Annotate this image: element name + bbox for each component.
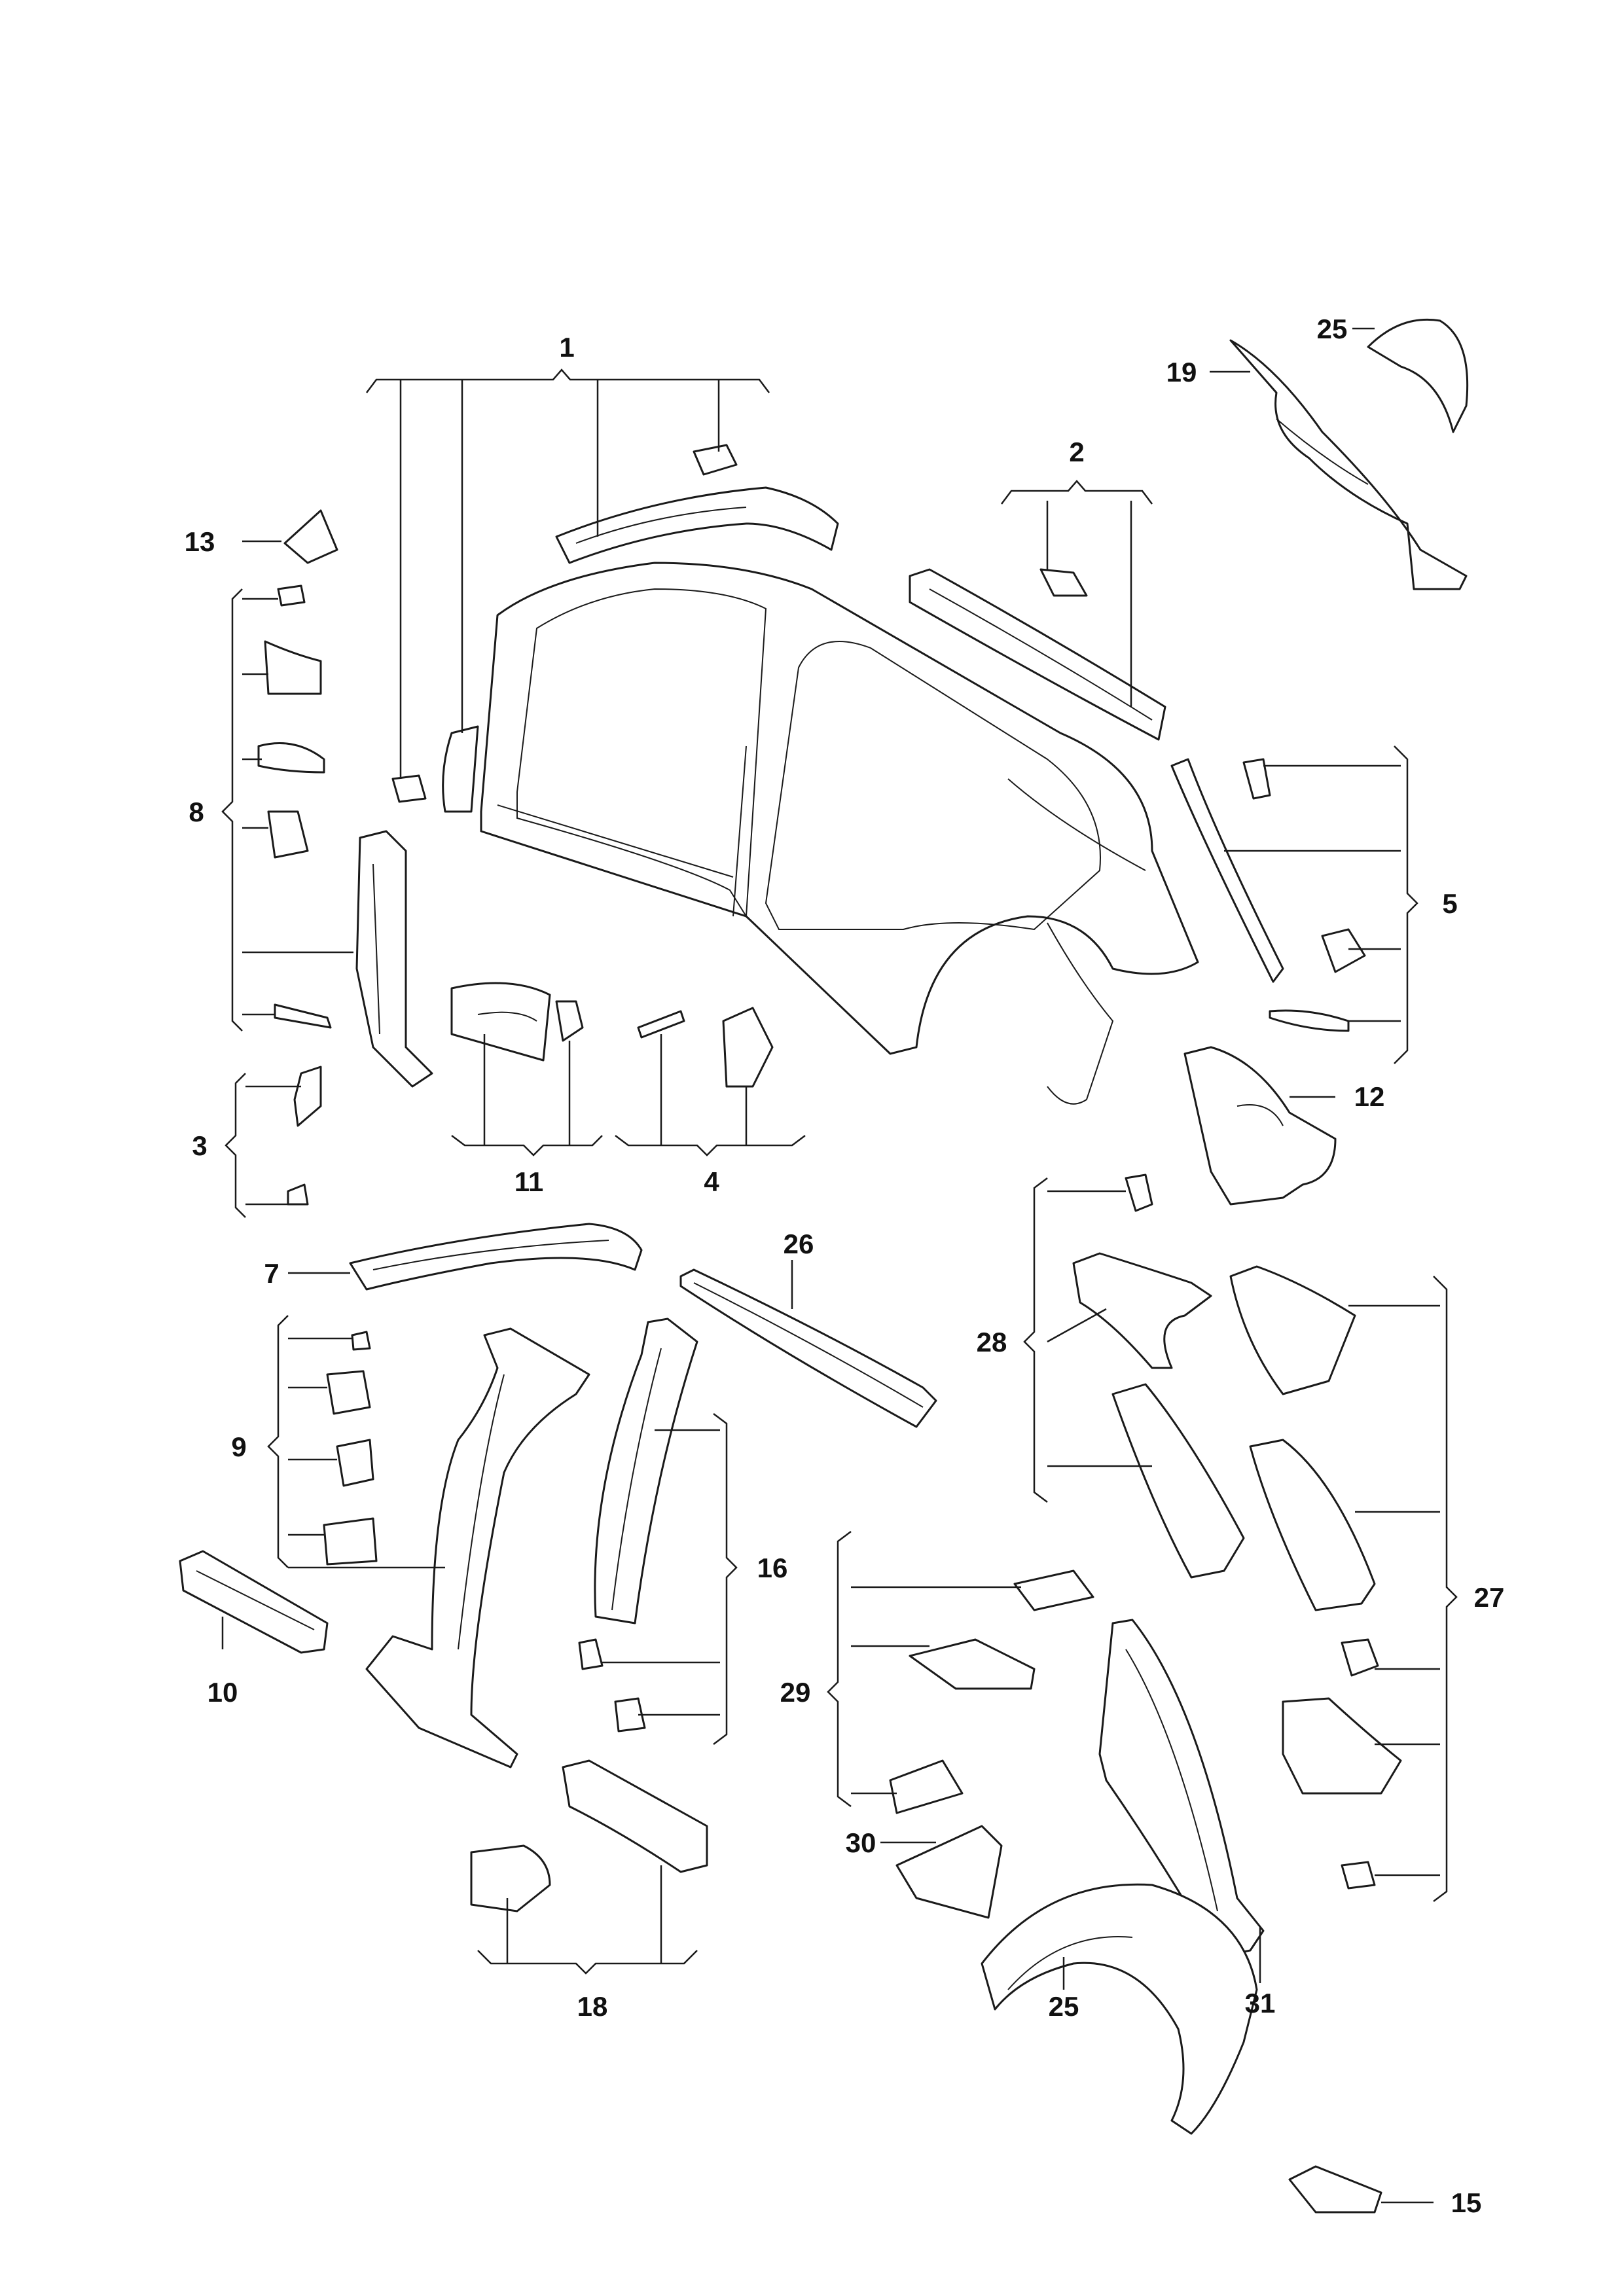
- callout-5: 5: [1442, 888, 1457, 919]
- roof-rail-front-section: [555, 486, 839, 564]
- callout-13: 13: [185, 526, 215, 557]
- callout-labels: 1 2 3 4 5 7 8 9 10 11 12 13 15 16 18 19 …: [185, 314, 1505, 2218]
- callout-31: 31: [1245, 1988, 1276, 2018]
- group-8-parts: [257, 584, 433, 1088]
- callout-25-bottom: 25: [1049, 1991, 1079, 2022]
- callout-12: 12: [1354, 1081, 1385, 1112]
- group-9-parts: [323, 1331, 378, 1566]
- callout-11: 11: [514, 1166, 543, 1197]
- callout-2: 2: [1069, 437, 1084, 467]
- callout-8: 8: [189, 797, 204, 827]
- wheelhouse-cap-top: [1367, 318, 1469, 433]
- callout-18: 18: [577, 1991, 608, 2022]
- b-pillar-main: [365, 1327, 590, 1768]
- bracket-13: [283, 509, 338, 564]
- roof-rail-7: [349, 1223, 643, 1291]
- bracket-30: [895, 1825, 1003, 1919]
- group-18-parts: [470, 1759, 708, 1912]
- callout-7: 7: [264, 1258, 279, 1289]
- callout-25-top: 25: [1317, 314, 1348, 344]
- callout-3: 3: [192, 1130, 207, 1161]
- group-5-parts: [1170, 758, 1366, 1032]
- leader-lines: [221, 327, 1458, 2204]
- group-29-parts: [889, 1570, 1094, 1814]
- roof-rail-rear-section: [909, 568, 1166, 741]
- callout-28: 28: [977, 1327, 1007, 1357]
- roof-bracket-small: [693, 444, 738, 476]
- roof-rail-bracket: [1039, 568, 1088, 597]
- quarter-inner-31: [1098, 1619, 1265, 1958]
- group-3-parts: [287, 1066, 322, 1206]
- wheelhouse-liner-25: [981, 1883, 1258, 2135]
- body-side-panel: [480, 562, 1199, 1105]
- callout-4: 4: [704, 1166, 719, 1197]
- callout-29: 29: [780, 1677, 811, 1708]
- bracket-15: [1288, 2165, 1382, 2214]
- callout-26: 26: [784, 1229, 814, 1259]
- group-27-parts: [1229, 1265, 1402, 1890]
- callout-19: 19: [1166, 357, 1197, 387]
- roof-rail-26: [679, 1268, 937, 1428]
- group-4-parts: [637, 1007, 774, 1088]
- callout-9: 9: [231, 1431, 246, 1462]
- quarter-panel-upper-rear: [1229, 339, 1468, 590]
- b-pillar-inner-16: [578, 1318, 698, 1732]
- group-28-parts: [1072, 1174, 1245, 1579]
- a-pillar-inner-bracket: [391, 725, 479, 813]
- callout-16: 16: [757, 1552, 788, 1583]
- callout-30: 30: [846, 1827, 876, 1858]
- callout-10: 10: [208, 1677, 238, 1708]
- callout-15: 15: [1451, 2187, 1482, 2218]
- group-11-parts: [450, 982, 584, 1062]
- callout-27: 27: [1474, 1582, 1505, 1613]
- sill-part-10: [179, 1550, 329, 1654]
- rear-wheelhouse-inner-12: [1183, 1046, 1337, 1206]
- callout-1: 1: [559, 332, 574, 363]
